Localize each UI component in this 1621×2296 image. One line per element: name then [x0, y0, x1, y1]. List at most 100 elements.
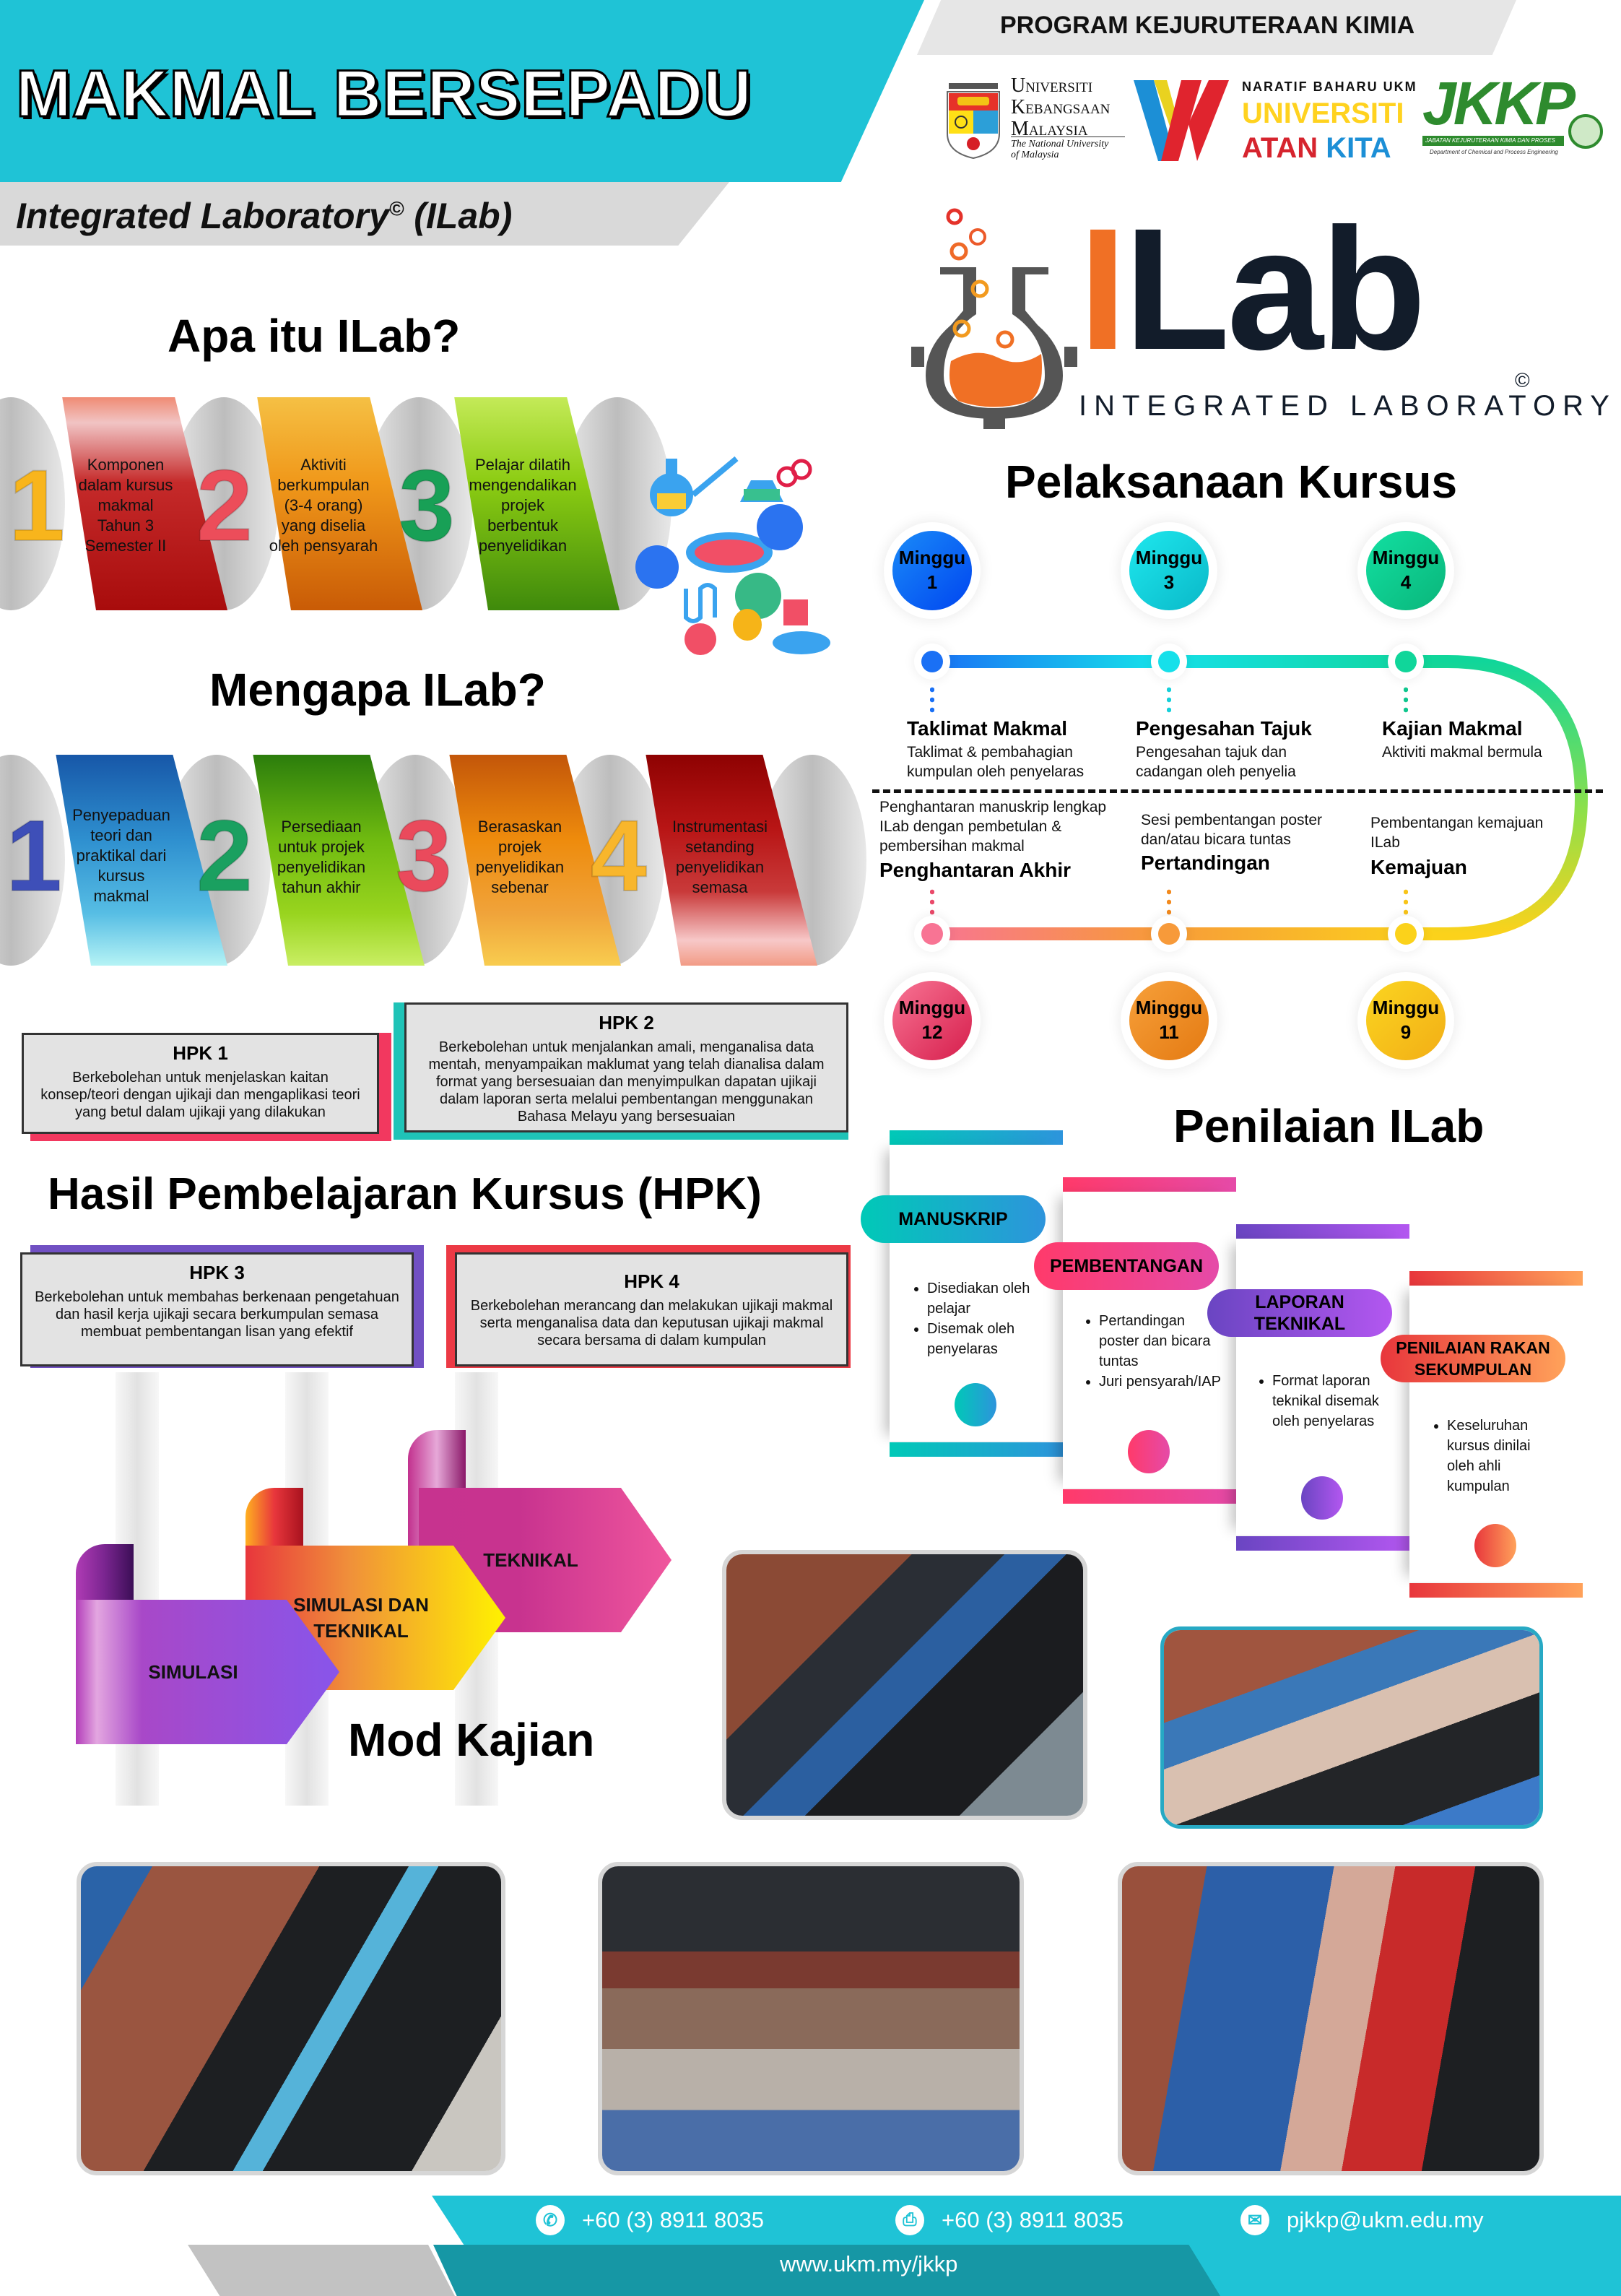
- phone-text: +60 (3) 8911 8035: [582, 2207, 764, 2232]
- ukm-name: UNIVERSITI KEBANGSAAN MALAYSIA: [1011, 74, 1111, 140]
- penilaian-bar: [1236, 1536, 1409, 1551]
- gear-flask-icon: [911, 208, 1077, 429]
- penilaian-list-rakan: Keseluruhan kursus dinilai oleh ahli kum…: [1431, 1416, 1561, 1496]
- footer-web-band: [433, 2245, 1220, 2296]
- penilaian-bar: [1236, 1224, 1409, 1239]
- milestone-title: Kajian Makmal: [1382, 717, 1523, 740]
- mengapa-num-2: 2: [196, 799, 253, 912]
- event-photo: [77, 1862, 505, 2175]
- milestone-title: Pertandingan: [1141, 852, 1270, 874]
- penilaian-bar: [1063, 1489, 1236, 1504]
- timeline-dot: [1158, 651, 1180, 672]
- phone-icon: ✆: [536, 2205, 565, 2235]
- footer-email[interactable]: ✉ pjkkp@ukm.edu.my: [1240, 2205, 1484, 2235]
- penilaian-bar: [1063, 1177, 1236, 1192]
- uwk-watan-kita: ATAN KITA: [1242, 132, 1391, 164]
- ilab-copyright: ©: [1515, 369, 1530, 391]
- event-photo: [1160, 1626, 1543, 1829]
- milestone-title: Kemajuan: [1370, 856, 1467, 878]
- timeline-connector: [1167, 685, 1171, 715]
- timeline-dot: [1395, 651, 1417, 672]
- jkkp-logo: JKKP JABATAN KEJURUTERAAN KIMIA DAN PROS…: [1415, 72, 1610, 166]
- timeline-top-line: [928, 655, 1433, 668]
- event-photo: [598, 1862, 1024, 2175]
- penilaian-oval: [1474, 1524, 1516, 1567]
- event-photo: [1118, 1862, 1544, 2175]
- apa-itu-spiral: 1 2 3 Komponen dalam kursus makmal Tahun…: [0, 397, 852, 610]
- fax-icon: ⎙: [895, 2205, 924, 2235]
- penilaian-list-manuskrip: Disediakan oleh pelajar Disemak oleh pen…: [911, 1278, 1048, 1359]
- milestone-desc: Aktiviti makmal bermula: [1382, 744, 1542, 761]
- penilaian-pill-rakan: PENILAIAN RAKAN SEKUMPULAN: [1381, 1335, 1565, 1382]
- hpk1-title: HPK 1: [173, 1042, 228, 1064]
- mengapa-spiral: 1 2 3 4 Penyepaduan teori dan praktikal …: [0, 755, 866, 966]
- timeline-connector: [1404, 887, 1408, 917]
- universiti-watan-kita-logo: NARATIF BAHARU UKM UNIVERSITI ATAN KITA: [1134, 76, 1416, 166]
- hpk4-title: HPK 4: [624, 1270, 679, 1292]
- timeline-curve: [1415, 655, 1589, 940]
- ilab-tagline: INTEGRATED LABORATORY: [1079, 390, 1617, 422]
- jkkp-name: JKKP: [1422, 69, 1576, 137]
- mengapa-num-3: 3: [395, 799, 453, 912]
- apa-item-1: Komponen dalam kursus makmal Tahun 3 Sem…: [78, 456, 173, 555]
- mengapa-title: Mengapa ILab?: [209, 664, 546, 716]
- jkkp-dept: Department of Chemical and Process Engin…: [1430, 149, 1558, 155]
- hpk4-text: Berkebolehan merancang dan melakukan uji…: [470, 1298, 833, 1348]
- apa-item-3: Pelajar dilatih mengendalikan projek ber…: [469, 456, 577, 555]
- jkkp-seal-icon: [1568, 114, 1603, 149]
- hpk-title: Hasil Pembelajaran Kursus (HPK): [48, 1169, 762, 1219]
- apa-item-2: Aktiviti berkumpulan (3-4 orang) yang di…: [269, 456, 378, 555]
- timeline-connector: [1404, 685, 1408, 715]
- mengapa-num-4: 4: [590, 799, 648, 912]
- milestone-desc: Sesi pembentangan poster dan/atau bicara…: [1141, 812, 1323, 848]
- timeline-dot: [1395, 923, 1417, 945]
- apa-num-2: 2: [196, 449, 253, 562]
- footer-website-link[interactable]: www.ukm.my/jkkp: [780, 2251, 958, 2276]
- w-mark-icon: [1134, 80, 1229, 161]
- timeline-bottom-line: [928, 927, 1433, 940]
- hpk3-title: HPK 3: [189, 1262, 245, 1283]
- timeline-connector: [1167, 887, 1171, 917]
- email-icon: ✉: [1240, 2205, 1269, 2235]
- timeline-dot: [921, 923, 943, 945]
- pelaksanaan-title: Pelaksanaan Kursus: [1005, 456, 1458, 508]
- hpk4-box: HPK 4 Berkebolehan merancang dan melakuk…: [455, 1252, 848, 1366]
- page-title: MAKMAL BERSEPADU: [15, 56, 753, 132]
- penilaian-pill-manuskrip: MANUSKRIP: [861, 1195, 1046, 1243]
- hpk3-box: HPK 3 Berkebolehan untuk membahas berken…: [20, 1252, 414, 1366]
- ilab-logo: ILab INTEGRATED LABORATORY ©: [911, 202, 1609, 433]
- timeline-connector: [930, 685, 934, 715]
- lab-equipment-illustration: [635, 456, 830, 655]
- penilaian-title: Penilaian ILab: [1173, 1100, 1485, 1152]
- hpk2-title: HPK 2: [599, 1012, 654, 1034]
- header-banner: [0, 0, 924, 182]
- apa-itu-title: Apa itu ILab?: [168, 310, 461, 362]
- milestone-desc: Pengesahan tajuk dan cadangan oleh penye…: [1136, 744, 1296, 780]
- penilaian-bar: [1409, 1583, 1583, 1598]
- penilaian-list-pembentangan: Pertandingan poster dan bicara tuntas Ju…: [1083, 1311, 1227, 1392]
- mengapa-item-2: Persediaan untuk projek penyelidikan tah…: [277, 818, 366, 896]
- footer-phone[interactable]: ✆ +60 (3) 8911 8035: [536, 2205, 764, 2235]
- penilaian-list-laporan: Format laporan teknikal disemak oleh pen…: [1256, 1371, 1401, 1431]
- ukm-tagline: The National University of Malaysia: [1011, 137, 1125, 160]
- uwk-universiti: UNIVERSITI: [1242, 98, 1404, 129]
- jkkp-fullname: JABATAN KEJURUTERAAN KIMIA DAN PROSES: [1422, 136, 1564, 146]
- penilaian-oval: [955, 1383, 996, 1426]
- ukm-shield-icon: [947, 83, 1000, 159]
- mengapa-item-1: Penyepaduan teori dan praktikal dari kur…: [72, 806, 170, 905]
- event-photo: [722, 1550, 1087, 1820]
- hpk2-text: Berkebolehan untuk menjalankan amali, me…: [428, 1039, 825, 1125]
- penilaian-bar: [890, 1442, 1063, 1457]
- uwk-naratif: NARATIF BAHARU UKM: [1242, 79, 1417, 94]
- footer-fax[interactable]: ⎙ +60 (3) 8911 8035: [895, 2205, 1124, 2235]
- timeline-dot: [1158, 923, 1180, 945]
- apa-num-1: 1: [8, 449, 66, 562]
- milestone-title: Penghantaran Akhir: [879, 859, 1072, 881]
- milestone-title: Pengesahan Tajuk: [1136, 717, 1312, 740]
- penilaian-pill-pembentangan: PEMBENTANGAN: [1034, 1242, 1219, 1290]
